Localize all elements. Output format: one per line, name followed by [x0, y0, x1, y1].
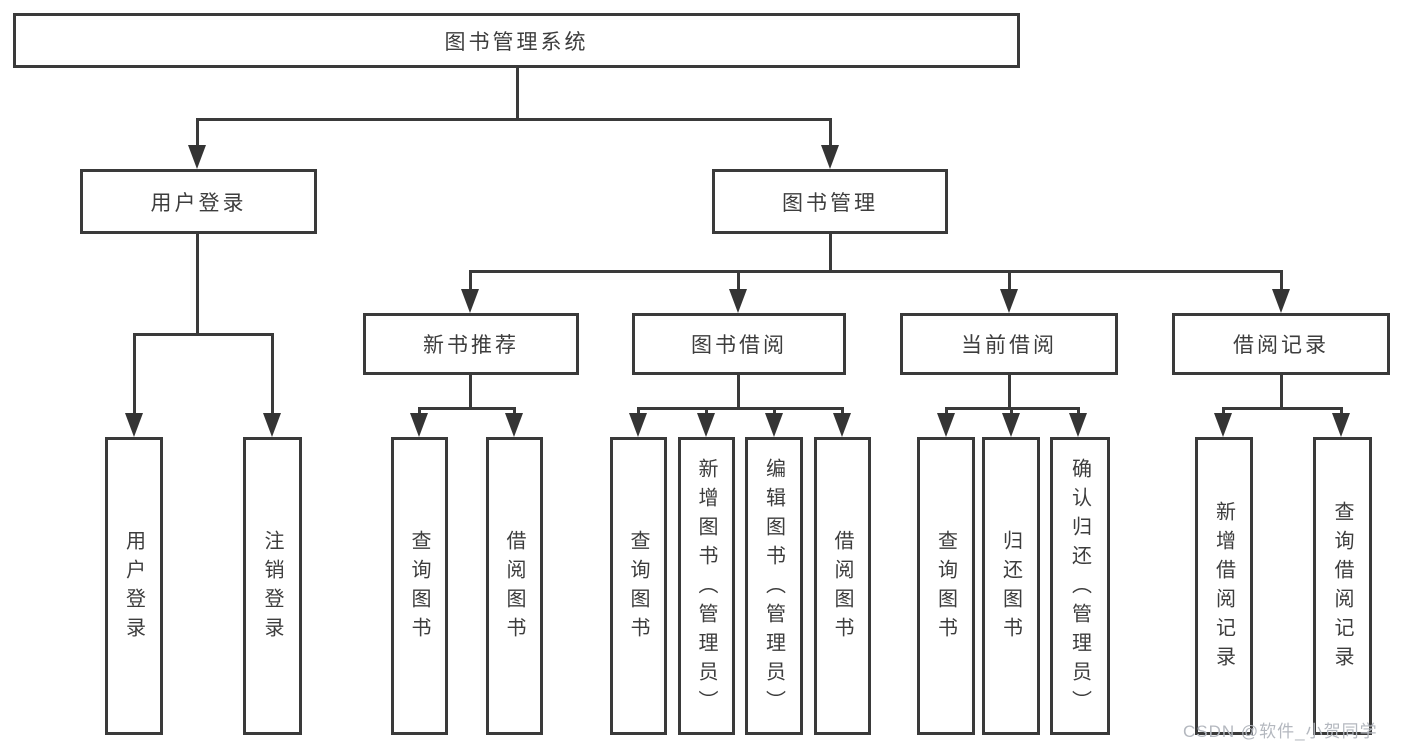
arrow-down-icon [629, 413, 647, 437]
connector-line [737, 270, 740, 301]
leaf-query-book-recommend: 查询图书 [391, 437, 448, 735]
arrow-down-icon [461, 289, 479, 313]
connector-line [133, 333, 136, 425]
connector-line [469, 270, 472, 301]
leaf-edit-book-admin: 编辑图书（管理员） [745, 437, 803, 735]
connector-line [271, 333, 274, 425]
connector-line [469, 375, 472, 407]
arrow-down-icon [1069, 413, 1087, 437]
connector-line [1222, 407, 1342, 410]
connector-line [133, 333, 274, 336]
leaf-add-borrow-record: 新增借阅记录 [1195, 437, 1253, 735]
connector-line [469, 270, 1282, 273]
connector-line [516, 68, 519, 120]
connector-line [1280, 270, 1283, 301]
leaf-logout: 注销登录 [243, 437, 302, 735]
arrow-down-icon [1272, 289, 1290, 313]
connector-line [196, 118, 199, 157]
leaf-query-book-borrow: 查询图书 [610, 437, 667, 735]
node-book-management: 图书管理 [712, 169, 948, 234]
node-new-book-recommend: 新书推荐 [363, 313, 579, 375]
arrow-down-icon [1214, 413, 1232, 437]
connector-line [418, 407, 516, 410]
connector-line [1008, 270, 1011, 301]
leaf-add-book-admin: 新增图书（管理员） [678, 437, 735, 735]
connector-line [637, 407, 844, 410]
leaf-borrow-book-recommend: 借阅图书 [486, 437, 543, 735]
arrow-down-icon [410, 413, 428, 437]
connector-line [196, 118, 832, 121]
connector-line [1280, 375, 1283, 407]
arrow-down-icon [937, 413, 955, 437]
arrow-down-icon [125, 413, 143, 437]
connector-line [829, 234, 832, 270]
connector-line [829, 118, 832, 157]
node-current-borrow: 当前借阅 [900, 313, 1118, 375]
node-book-borrow: 图书借阅 [632, 313, 846, 375]
arrow-down-icon [821, 145, 839, 169]
leaf-query-book-current: 查询图书 [917, 437, 975, 735]
arrow-down-icon [188, 145, 206, 169]
arrow-down-icon [729, 289, 747, 313]
connector-line [1008, 375, 1011, 407]
arrow-down-icon [833, 413, 851, 437]
arrow-down-icon [505, 413, 523, 437]
leaf-query-borrow-record: 查询借阅记录 [1313, 437, 1372, 735]
node-user-login: 用户登录 [80, 169, 317, 234]
arrow-down-icon [1002, 413, 1020, 437]
connector-line [196, 234, 199, 333]
arrow-down-icon [697, 413, 715, 437]
leaf-user-login: 用户登录 [105, 437, 163, 735]
node-root: 图书管理系统 [13, 13, 1020, 68]
connector-line [737, 375, 740, 407]
leaf-return-book: 归还图书 [982, 437, 1040, 735]
arrow-down-icon [1000, 289, 1018, 313]
arrow-down-icon [1332, 413, 1350, 437]
leaf-borrow-book-borrow: 借阅图书 [814, 437, 871, 735]
node-borrow-record: 借阅记录 [1172, 313, 1390, 375]
csdn-watermark: CSDN @软件_小贺同学 [1183, 722, 1378, 741]
arrow-down-icon [765, 413, 783, 437]
arrow-down-icon [263, 413, 281, 437]
leaf-confirm-return-admin: 确认归还（管理员） [1050, 437, 1110, 735]
